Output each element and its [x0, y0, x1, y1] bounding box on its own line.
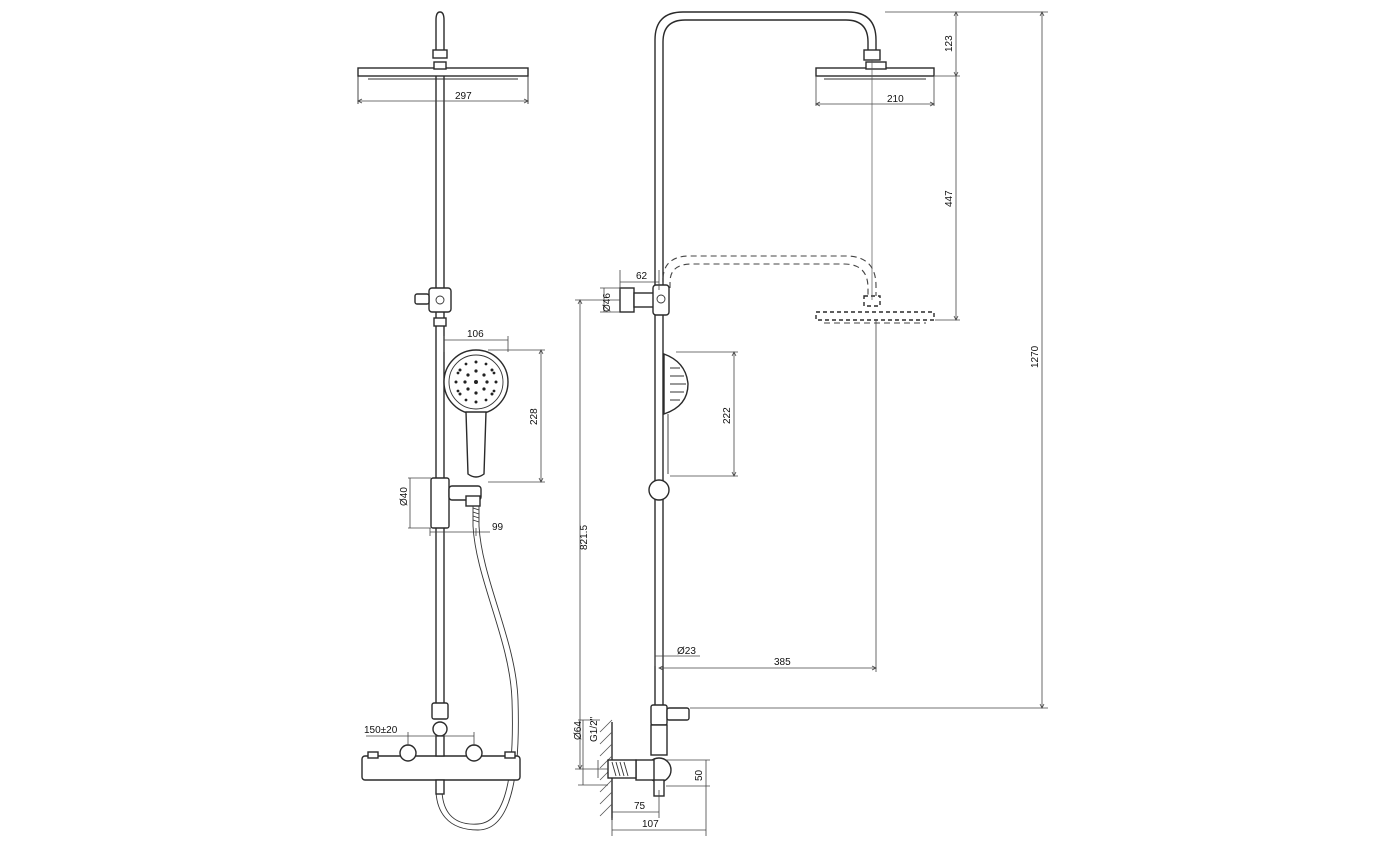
hand-shower-front — [443, 349, 509, 478]
dim-thread: G1/2" — [589, 716, 600, 742]
overhead-shower-front — [357, 61, 529, 104]
hand-shower-side — [648, 353, 689, 501]
wall-bracket-front — [414, 287, 452, 327]
wall-bracket-side — [619, 284, 670, 316]
dim-wall-to-axis: 75 — [634, 801, 646, 812]
front-view: 297 106 228 Ø40 99 150±20 — [357, 11, 545, 831]
dim-mixer-to-bracket: 821.5 — [579, 525, 590, 550]
dim-slide-travel: 447 — [944, 190, 955, 207]
dim-wall-to-front: 107 — [642, 819, 659, 830]
dim-hose-offset: 99 — [492, 522, 504, 533]
slide-holder-front — [430, 477, 482, 529]
dim-outlet-offset: 50 — [694, 769, 705, 781]
dim-arm-reach: 385 — [774, 657, 791, 668]
dim-holder-diameter: Ø40 — [399, 487, 410, 506]
dim-side-top-offset: 123 — [944, 35, 955, 52]
dim-hand-shower-length: 228 — [529, 408, 540, 425]
overhead-shower-side-top — [815, 61, 935, 80]
dim-front-head-width: 297 — [455, 91, 472, 102]
dim-escutcheon-diameter: Ø64 — [573, 721, 584, 740]
dim-mixer-centers: 150±20 — [364, 725, 398, 736]
dim-bracket-offset: 62 — [636, 271, 648, 282]
wall-section — [599, 719, 637, 820]
dim-total-height: 1270 — [1030, 345, 1041, 368]
side-view: 123 210 447 1270 62 Ø46 821.5 — [573, 11, 1048, 836]
dim-bracket-diameter: Ø46 — [602, 293, 613, 312]
overhead-shower-side-low — [815, 295, 935, 324]
dim-side-hand-length: 222 — [722, 407, 733, 424]
thermostatic-mixer-front — [361, 735, 521, 795]
dim-side-head-width: 210 — [887, 94, 904, 105]
dim-hand-head-width: 106 — [467, 329, 484, 340]
dim-pipe-diameter: Ø23 — [677, 646, 696, 657]
